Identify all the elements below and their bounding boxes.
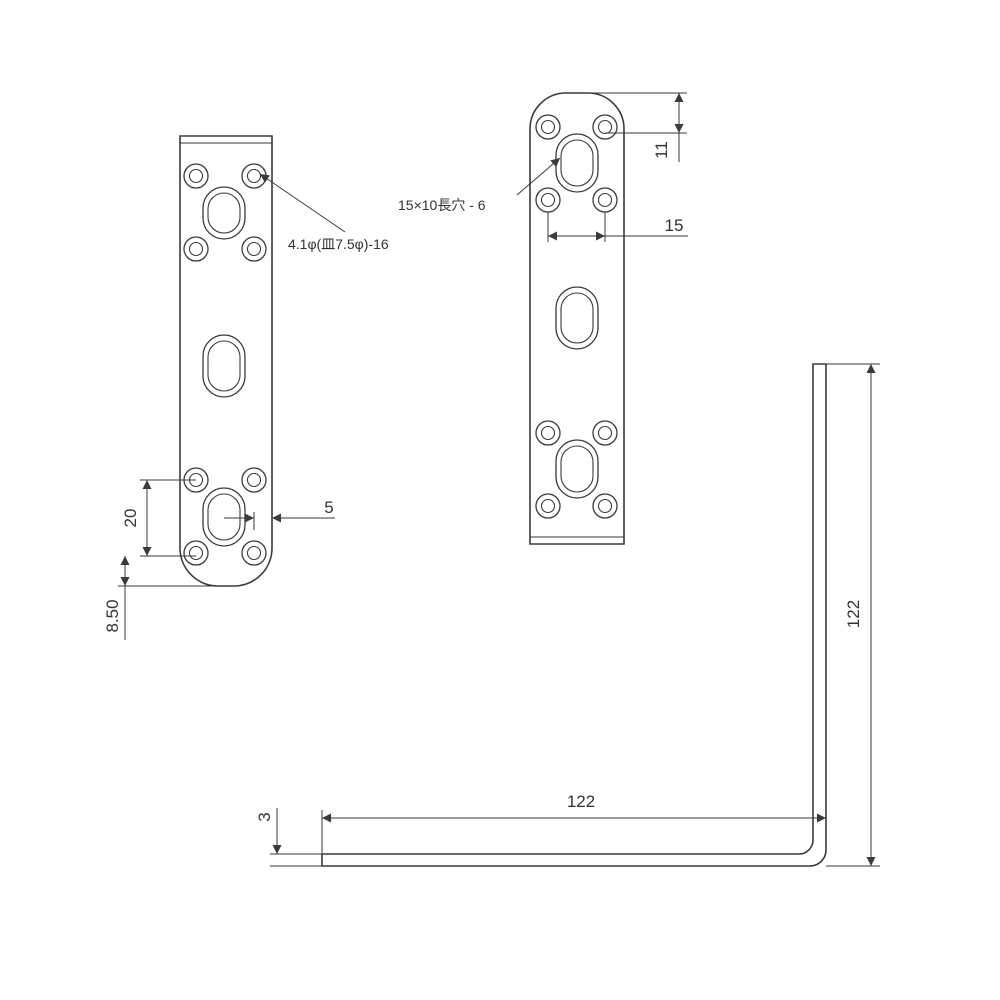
dim-hole-spacing-lines xyxy=(547,212,688,242)
left-plate-holes xyxy=(183,163,267,566)
dim-top-edge-lines xyxy=(590,92,687,162)
l-profile-outline xyxy=(321,363,827,867)
dim-thickness-lines xyxy=(270,808,322,867)
right-plate-holes xyxy=(535,114,618,519)
hole-callout-leader xyxy=(259,173,346,233)
dim-hole-spacing-label: 15 xyxy=(665,216,684,235)
hole-callout-label: 4.1φ(皿7.5φ)-16 xyxy=(288,236,389,252)
left-plate-view xyxy=(118,135,346,640)
dim-bottom-edge-label: 8.50 xyxy=(103,599,122,632)
dim-slot-pitch-label: 20 xyxy=(121,509,140,528)
left-plate-outline xyxy=(179,135,273,587)
dim-thickness-label: 3 xyxy=(255,812,274,821)
slot-callout-leader xyxy=(516,157,561,196)
dim-hole-offset-label: 5 xyxy=(324,498,333,517)
dim-hole-offset-lines xyxy=(224,512,335,530)
left-plate-slots xyxy=(202,186,246,547)
dim-bottom-edge-lines xyxy=(118,556,218,640)
side-view xyxy=(270,363,880,867)
dim-slot-pitch-lines xyxy=(140,479,196,557)
right-plate-outline xyxy=(529,92,625,545)
right-plate-view xyxy=(516,92,688,545)
right-plate-slots xyxy=(555,133,599,499)
dim-leg-horizontal-lines xyxy=(321,810,827,854)
dim-leg-vertical-label: 122 xyxy=(844,600,863,628)
slot-callout-label: 15×10長穴 - 6 xyxy=(398,197,486,213)
dim-leg-horizontal-label: 122 xyxy=(567,792,595,811)
dim-leg-vertical-lines xyxy=(826,363,880,867)
dim-top-edge-label: 11 xyxy=(652,141,671,159)
